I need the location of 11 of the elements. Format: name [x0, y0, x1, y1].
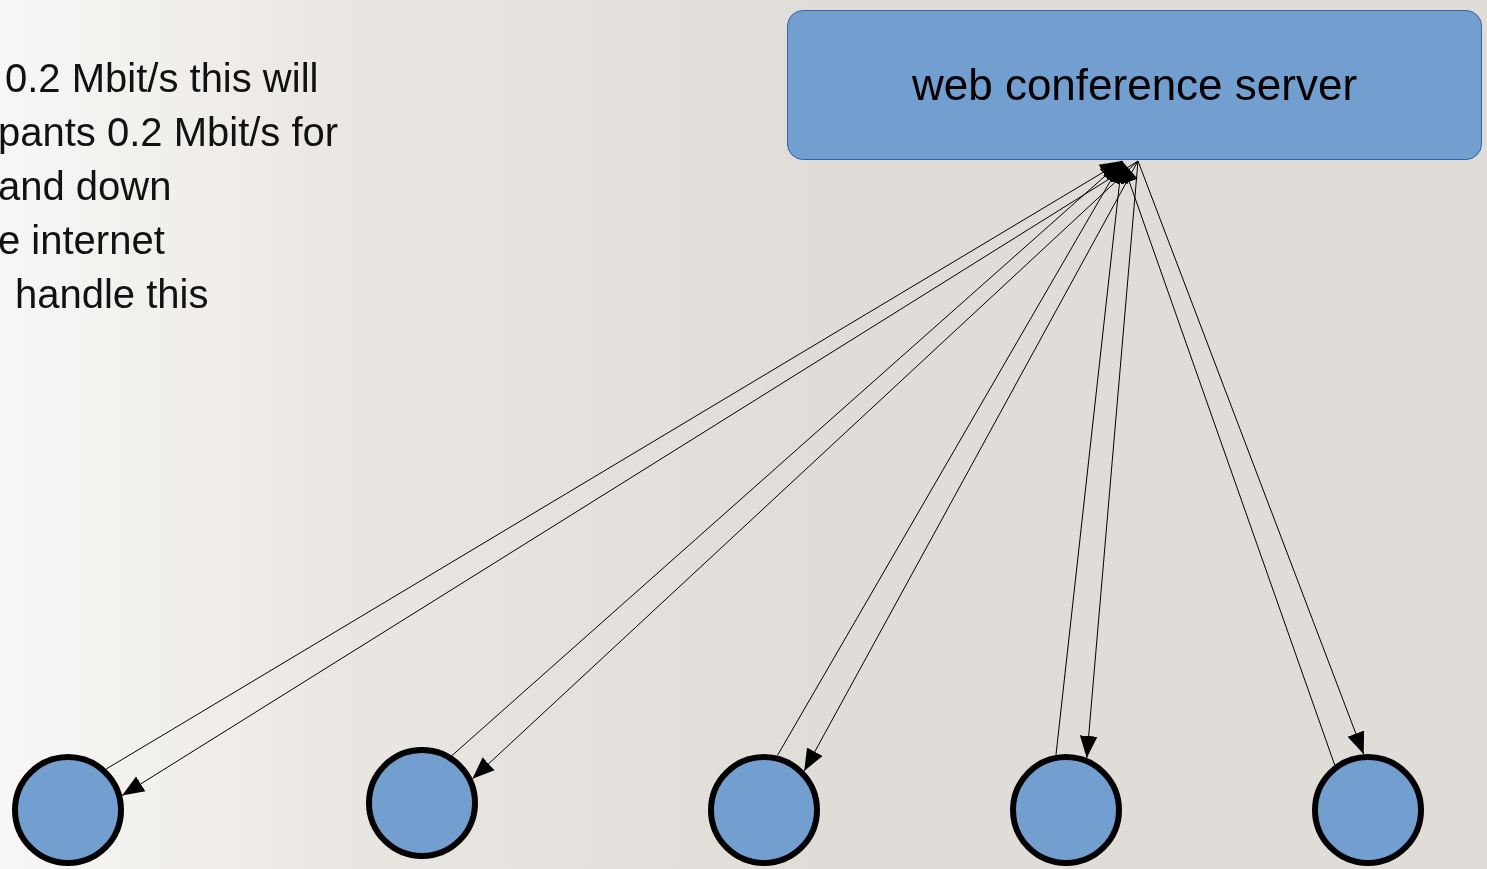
- note-text: and down: [0, 163, 172, 210]
- arrow: [1137, 160, 1365, 755]
- arrow: [1055, 160, 1129, 756]
- node-label: web conference server: [911, 60, 1358, 110]
- note-text: e internet: [0, 217, 165, 264]
- server-box: [787, 10, 1482, 160]
- note-text: 0.2 Mbit/s this will: [5, 55, 319, 102]
- arrow: [1121, 160, 1336, 766]
- note-text: handle this: [15, 271, 209, 318]
- note-text: pants 0.2 Mbit/s for: [0, 109, 339, 156]
- arrow: [1079, 160, 1139, 759]
